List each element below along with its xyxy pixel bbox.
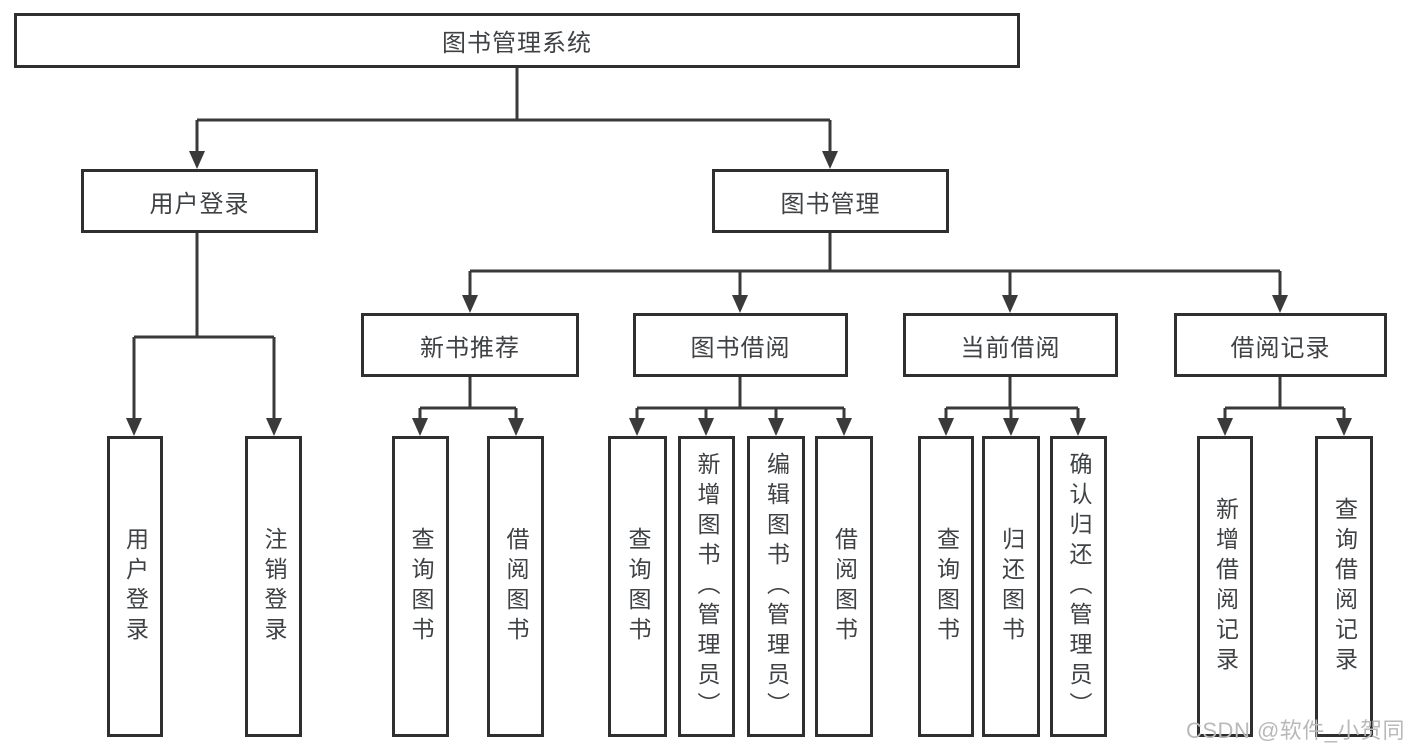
connector-newbook-to-leaves	[418, 377, 518, 421]
arrow-down-icon	[266, 418, 282, 436]
node-leaf-borrow-books-recommend: 借阅图书	[487, 436, 544, 737]
node-current-borrow: 当前借阅	[903, 313, 1118, 377]
connector-bookmgmt-to-level3	[468, 233, 1282, 298]
arrow-down-icon	[698, 418, 714, 436]
node-leaf-add-borrow-record: 新增借阅记录	[1197, 436, 1253, 737]
arrow-down-icon	[629, 418, 645, 436]
watermark: CSDN @软件_小贺同学	[1186, 718, 1405, 743]
node-leaf-return-book: 归还图书	[982, 436, 1040, 737]
arrow-down-icon	[836, 418, 852, 436]
node-book-management: 图书管理	[712, 169, 949, 233]
node-user-login: 用户登录	[81, 169, 318, 233]
node-leaf-logout: 注销登录	[245, 436, 302, 737]
connector-currentborrow-to-leaves	[944, 377, 1080, 421]
arrow-down-icon	[1272, 295, 1288, 313]
node-leaf-query-books-borrow: 查询图书	[608, 436, 667, 737]
node-leaf-query-books-recommend: 查询图书	[392, 436, 449, 737]
arrow-down-icon	[508, 418, 524, 436]
node-borrow-records: 借阅记录	[1174, 313, 1387, 377]
arrow-down-icon	[822, 151, 838, 169]
node-new-book-recommend: 新书推荐	[361, 313, 579, 377]
arrow-down-icon	[462, 295, 478, 313]
connector-bookborrow-to-leaves	[635, 377, 846, 421]
arrow-down-icon	[1003, 418, 1019, 436]
arrow-down-icon	[938, 418, 954, 436]
arrow-down-icon	[1070, 418, 1086, 436]
node-leaf-add-book-admin: 新增图书（管理员）	[678, 436, 735, 737]
node-book-borrow: 图书借阅	[633, 313, 848, 377]
arrow-down-icon	[412, 418, 428, 436]
node-leaf-query-books-current: 查询图书	[918, 436, 974, 737]
node-leaf-edit-book-admin: 编辑图书（管理员）	[747, 436, 805, 737]
node-leaf-user-login: 用户登录	[107, 436, 163, 737]
connector-userlogin-to-leaves	[132, 233, 276, 421]
node-root: 图书管理系统	[14, 13, 1020, 68]
node-leaf-borrow-books: 借阅图书	[815, 436, 873, 737]
node-leaf-confirm-return-admin: 确认归还（管理员）	[1050, 436, 1107, 737]
connector-root-to-level2	[195, 68, 832, 154]
connector-borrowrecords-to-leaves	[1223, 377, 1346, 421]
node-leaf-query-borrow-record: 查询借阅记录	[1315, 436, 1373, 737]
arrow-down-icon	[732, 295, 748, 313]
arrow-down-icon	[189, 151, 205, 169]
arrow-down-icon	[1002, 295, 1018, 313]
arrow-down-icon	[1217, 418, 1233, 436]
arrow-down-icon	[126, 418, 142, 436]
arrow-down-icon	[1336, 418, 1352, 436]
arrow-down-icon	[768, 418, 784, 436]
